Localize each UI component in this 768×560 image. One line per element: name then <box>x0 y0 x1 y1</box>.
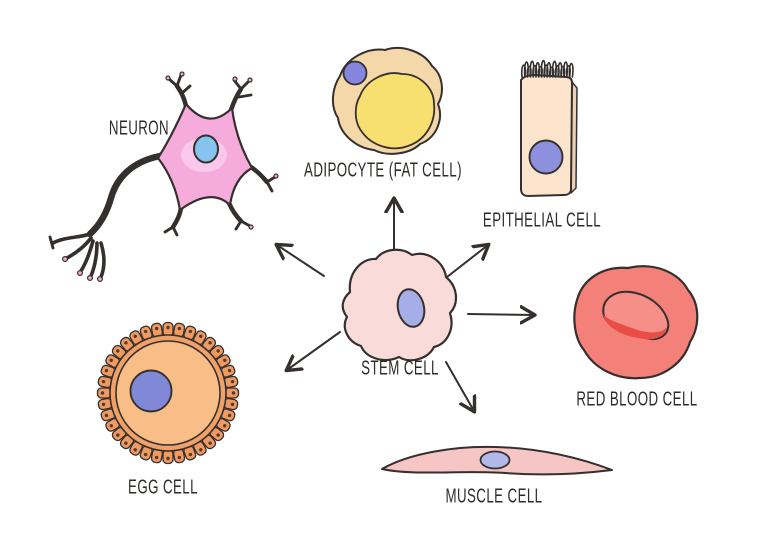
label-egg: EGG CELL <box>128 476 198 499</box>
red-blood-cell-figure <box>573 265 699 380</box>
neuron-tube-cores <box>49 74 276 278</box>
egg-nucleus <box>129 369 173 413</box>
stem-cell-nucleus <box>396 288 426 328</box>
epithelial-body <box>520 74 573 197</box>
label-red-blood: RED BLOOD CELL <box>576 388 698 411</box>
label-neuron: NEURON <box>108 117 170 140</box>
label-epithelial: EPITHELIAL CELL <box>482 209 602 232</box>
epithelial-nucleus <box>528 139 564 175</box>
epithelial-cell-figure <box>520 59 578 197</box>
arrow-to-neuron <box>277 245 325 277</box>
differentiation-arrows <box>277 199 534 411</box>
label-adipocyte: ADIPOCYTE (FAT CELL) <box>304 159 462 182</box>
neuron-nucleus <box>193 134 219 164</box>
arrow-to-epithelial <box>446 245 488 278</box>
adipocyte-lipid-droplet <box>354 72 436 150</box>
adipocyte-figure <box>332 47 443 155</box>
rbc-shadow-crescent <box>603 314 667 340</box>
egg-follicle-ring <box>96 321 240 465</box>
label-stem-cell: STEM CELL <box>361 357 439 380</box>
stem-cell-figure <box>341 248 457 362</box>
egg-cell-figure <box>96 321 240 465</box>
muscle-nucleus <box>479 450 511 470</box>
adipocyte-nucleus <box>342 60 368 86</box>
epithelial-microvilli <box>520 59 574 78</box>
arrow-to-muscle <box>445 361 474 411</box>
arrow-to-red-blood <box>467 314 534 315</box>
muscle-cell-figure <box>381 445 613 476</box>
arrow-to-egg <box>287 331 341 370</box>
neuron-figure <box>48 71 279 283</box>
neuron-terminal-bulbs <box>61 71 279 283</box>
label-muscle: MUSCLE CELL <box>445 485 543 508</box>
